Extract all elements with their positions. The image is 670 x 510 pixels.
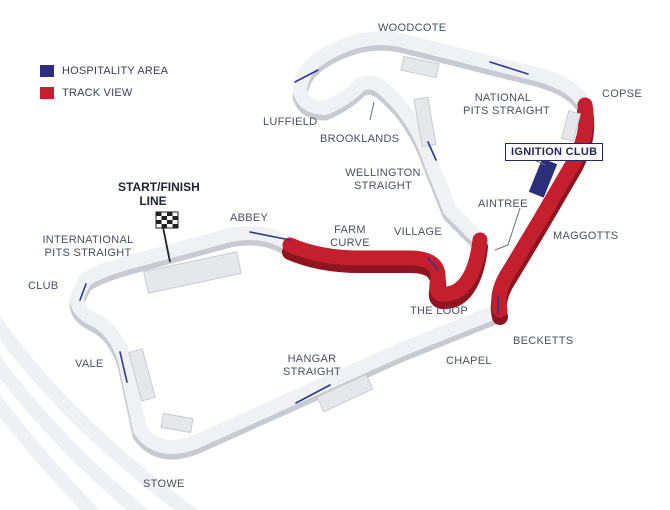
label-hangar-1: HANGAR bbox=[287, 353, 337, 365]
label-the-loop: THE LOOP bbox=[410, 305, 469, 317]
building-vale bbox=[128, 348, 156, 402]
label-national-pits-2: PITS STRAIGHT bbox=[463, 105, 551, 117]
track-view-farm-village-loop bbox=[282, 232, 488, 310]
building-stowe bbox=[160, 412, 194, 434]
label-wellington-1: WELLINGTON bbox=[345, 167, 421, 179]
building-hangar bbox=[316, 373, 374, 413]
label-farm-2: CURVE bbox=[330, 237, 370, 249]
label-club: CLUB bbox=[28, 280, 59, 292]
arrow-wellington bbox=[427, 141, 437, 161]
label-stowe: STOWE bbox=[143, 478, 185, 490]
track-view-swatch bbox=[40, 87, 54, 99]
arrow-luffield bbox=[294, 69, 319, 83]
label-copse: COPSE bbox=[602, 88, 643, 100]
label-becketts: BECKETTS bbox=[513, 335, 574, 347]
arrow-loop bbox=[427, 257, 439, 271]
start-finish-line-2: LINE bbox=[139, 194, 167, 208]
track-surface bbox=[70, 31, 592, 454]
start-finish-line-1: START/FINISH bbox=[118, 180, 200, 194]
arrow-club bbox=[79, 283, 87, 301]
label-intl-pits-2: PITS STRAIGHT bbox=[44, 247, 132, 259]
legend: HOSPITALITY AREA TRACK VIEW bbox=[40, 60, 168, 104]
arrow-abbey bbox=[249, 231, 291, 241]
label-chapel: CHAPEL bbox=[446, 355, 492, 367]
label-woodcote: WOODCOTE bbox=[378, 22, 447, 34]
checkered-flag-icon bbox=[155, 211, 179, 263]
label-hangar-2: STRAIGHT bbox=[282, 366, 341, 378]
start-finish-label: START/FINISH LINE bbox=[118, 180, 200, 208]
hospitality-swatch bbox=[40, 65, 54, 77]
legend-item-track-view: TRACK VIEW bbox=[40, 82, 168, 104]
legend-label: TRACK VIEW bbox=[62, 87, 133, 99]
legend-label: HOSPITALITY AREA bbox=[62, 65, 169, 77]
label-vale: VALE bbox=[75, 358, 104, 370]
ignition-club-badge[interactable]: IGNITION CLUB bbox=[505, 143, 604, 161]
label-national-pits-1: NATIONAL bbox=[474, 92, 532, 104]
building-woodcote bbox=[400, 55, 440, 79]
label-abbey: ABBEY bbox=[230, 212, 269, 224]
buildings bbox=[128, 55, 582, 434]
label-wellington-2: STRAIGHT bbox=[353, 180, 412, 192]
label-farm-1: FARM bbox=[334, 224, 366, 236]
label-aintree: AINTREE bbox=[478, 198, 528, 210]
legend-item-hospitality: HOSPITALITY AREA bbox=[40, 60, 168, 82]
label-maggotts: MAGGOTTS bbox=[553, 230, 619, 242]
label-village: VILLAGE bbox=[394, 226, 442, 238]
background-sweeps bbox=[0, 316, 199, 510]
arrow-hangar bbox=[295, 384, 331, 404]
building-copse bbox=[560, 110, 582, 142]
hospitality-ignition-club[interactable] bbox=[528, 158, 558, 198]
label-intl-pits-1: INTERNATIONAL bbox=[42, 234, 134, 246]
direction-arrows bbox=[79, 61, 529, 404]
arrow-woodcote bbox=[489, 61, 529, 75]
label-luffield: LUFFIELD bbox=[263, 116, 318, 128]
track-view-copse-maggotts-becketts bbox=[490, 97, 595, 325]
arrow-vale bbox=[119, 351, 128, 383]
label-brooklands: BROOKLANDS bbox=[320, 133, 400, 145]
pit-building-international bbox=[143, 251, 242, 294]
